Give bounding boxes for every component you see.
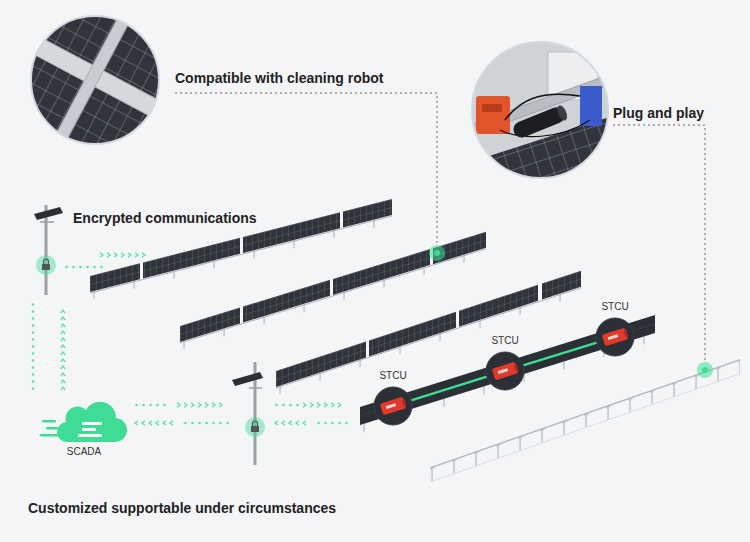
controller-icon xyxy=(485,351,525,391)
magnifier-view xyxy=(0,0,233,230)
magnifier-view xyxy=(451,40,647,216)
system-name: SCADA xyxy=(67,446,101,458)
signal-link xyxy=(523,343,597,366)
callout-point xyxy=(702,367,708,373)
magnifier-ring xyxy=(472,42,608,178)
data-flow xyxy=(30,252,350,426)
callout-point xyxy=(429,245,445,261)
controller-icon xyxy=(595,317,635,357)
controller-name: STCU xyxy=(491,335,518,347)
comm-pole xyxy=(34,205,63,295)
controller-name: STCU xyxy=(379,370,406,382)
controller-name: STCU xyxy=(601,301,628,313)
callout-label: Plug and play xyxy=(613,105,704,122)
controller-node: STCU xyxy=(595,301,635,357)
signal-link xyxy=(411,377,487,401)
comm-pole xyxy=(232,362,265,465)
callout-label: Compatible with cleaning robot xyxy=(175,70,383,87)
callout-point xyxy=(697,362,713,378)
controller-node: STCU xyxy=(373,370,413,426)
magnifier-ring xyxy=(31,16,159,144)
controller-node: STCU xyxy=(485,335,525,391)
tracker-frame xyxy=(430,360,740,482)
callout-point xyxy=(434,250,440,256)
callout-label: Encrypted communications xyxy=(73,210,257,227)
controller-icon xyxy=(373,386,413,426)
cloud-icon xyxy=(40,398,128,444)
caption: Customized supportable under circumstanc… xyxy=(28,500,336,517)
system-cloud: SCADA xyxy=(40,398,128,458)
